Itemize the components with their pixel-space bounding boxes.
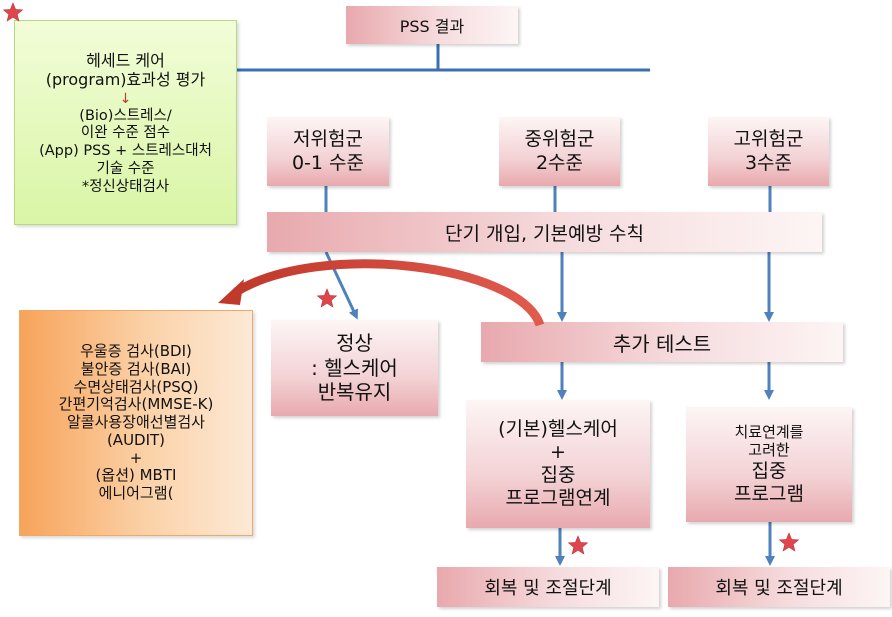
down-arrow-icon: ↓: [119, 90, 132, 107]
test-line: +: [129, 448, 143, 467]
test-line: 알콜사용장애선별검사: [66, 413, 205, 432]
evaluation-line2: 이완 수준 점수: [80, 125, 171, 142]
basic-program-box: (기본)헬스케어 + 집중 프로그램연계: [466, 400, 650, 528]
risk-group-mid: 중위험군 2수준: [499, 117, 620, 186]
star-icon: [2, 2, 24, 22]
test-line: 수면상태검사(PSQ): [73, 377, 199, 396]
risk-group-high: 고위험군 3수준: [708, 117, 829, 186]
risk-group-name: 저위험군: [293, 128, 363, 151]
title-box: PSS 결과: [346, 6, 518, 44]
recovery-label: 회복 및 조절단계: [715, 578, 843, 599]
star-icon: [778, 532, 800, 552]
curved-red-arrow-head: [218, 279, 244, 305]
normal-line2: : 헬스케어: [311, 355, 398, 380]
basic-program-line2: +: [550, 440, 566, 463]
risk-group-low: 저위험군 0-1 수준: [267, 117, 389, 186]
test-line: 간편기억검사(MMSE-K): [58, 395, 214, 414]
basic-program-line3: 집중: [540, 464, 576, 486]
basic-program-line4: 프로그램연계: [505, 487, 611, 510]
test-line: 우울증 검사(BDI): [80, 342, 192, 361]
basic-program-line1: (기본)헬스케어: [498, 417, 618, 440]
star-icon: [567, 535, 589, 555]
recovery-box-2: 회복 및 조절단계: [668, 567, 890, 607]
risk-group-level: 0-1 수준: [291, 151, 365, 174]
risk-group-level: 2수준: [535, 151, 584, 174]
test-line: 에니어그램(: [98, 483, 174, 502]
tests-box: 우울증 검사(BDI) 불안증 검사(BAI) 수면상태검사(PSQ) 간편기억…: [19, 310, 253, 536]
evaluation-title-line1: 헤세드 케어: [86, 50, 165, 70]
evaluation-title-line2: (program)효과성 평가: [45, 70, 206, 90]
page-title: PSS 결과: [399, 17, 465, 36]
test-line: (AUDIT): [106, 430, 166, 449]
star-icon: [316, 288, 338, 308]
normal-box: 정상 : 헬스케어 반복유지: [271, 320, 438, 416]
treatment-program-line3: 집중: [751, 459, 787, 482]
evaluation-line5: *정신상태검사: [81, 178, 170, 195]
intervention-label: 단기 개입, 기본예방 수칙: [445, 222, 644, 245]
treatment-program-box: 치료연계를 고려한 집중 프로그램: [686, 407, 852, 522]
risk-group-name: 중위험군: [524, 128, 595, 151]
risk-group-level: 3수준: [744, 151, 793, 174]
curved-red-arrow: [233, 259, 545, 327]
evaluation-line4: 기술 수준: [96, 160, 155, 177]
evaluation-line1: (Bio)스트레스/: [79, 107, 172, 124]
recovery-box-1: 회복 및 조절단계: [437, 567, 659, 607]
treatment-program-line4: 프로그램: [734, 482, 804, 505]
evaluation-line3: (App) PSS + 스트레스대처: [39, 143, 212, 160]
test-line: (옵션) MBTI: [95, 466, 177, 485]
normal-line3: 반복유지: [317, 380, 392, 405]
recovery-label: 회복 및 조절단계: [484, 578, 612, 599]
evaluation-box: 헤세드 케어 (program)효과성 평가 ↓ (Bio)스트레스/ 이완 수…: [14, 20, 237, 225]
treatment-program-line2: 고려한: [748, 441, 790, 460]
test-line: 불안증 검사(BAI): [80, 360, 192, 379]
risk-group-name: 고위험군: [733, 128, 804, 151]
additional-test-bar: 추가 테스트: [481, 322, 843, 362]
normal-line1: 정상: [336, 331, 373, 356]
additional-test-label: 추가 테스트: [612, 331, 712, 356]
intervention-bar: 단기 개입, 기본예방 수칙: [267, 212, 822, 252]
treatment-program-line1: 치료연계를: [734, 423, 804, 442]
